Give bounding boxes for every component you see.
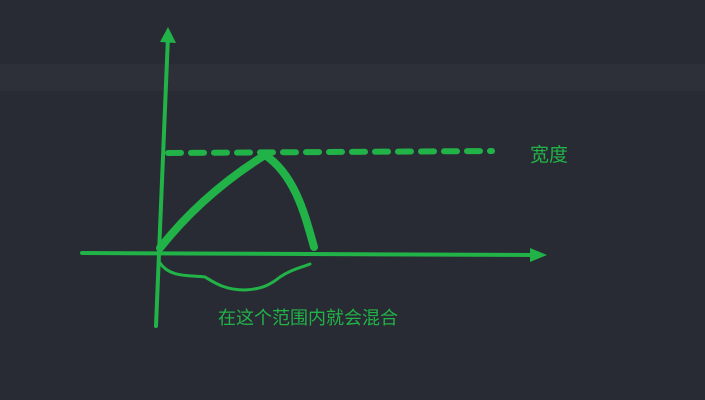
y-axis-arrowhead [160,27,176,43]
background-band [0,64,705,91]
blend-range-label: 在这个范围内就会混合 [218,308,398,329]
x-axis-line [80,251,538,257]
hump-curve [156,151,318,252]
x-axis-arrowhead [530,248,547,262]
width-dashed-line [165,148,495,156]
range-squiggle [158,261,312,292]
y-axis-line [154,34,170,328]
width-label: 宽度 [530,144,569,166]
